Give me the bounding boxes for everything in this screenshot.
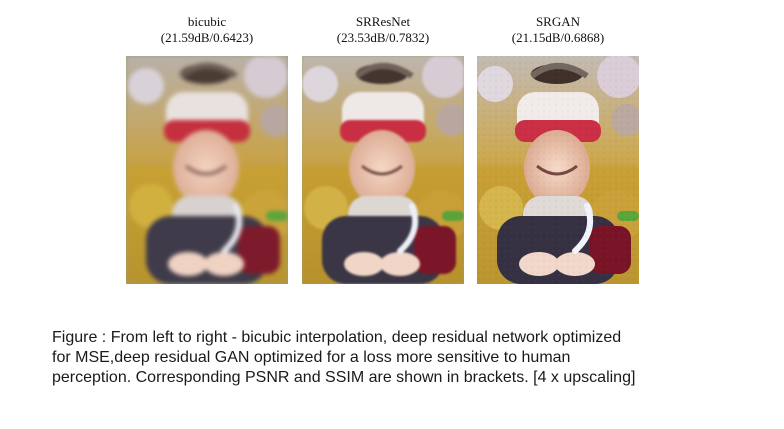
panel-header-srgan: SRGAN (21.15dB/0.6868) bbox=[477, 14, 639, 45]
panel-title: SRGAN bbox=[535, 14, 581, 29]
panel-title: SRResNet bbox=[355, 14, 411, 29]
panel-metrics: (23.53dB/0.7832) bbox=[336, 30, 430, 45]
caption-line: perception. Corresponding PSNR and SSIM … bbox=[52, 369, 636, 386]
panel-metrics: (21.59dB/0.6423) bbox=[160, 30, 254, 45]
portrait-illustration bbox=[126, 56, 288, 284]
portrait-illustration bbox=[477, 56, 639, 284]
bicubic-image bbox=[126, 56, 288, 284]
srresnet-image bbox=[302, 56, 464, 284]
panel-metrics: (21.15dB/0.6868) bbox=[511, 30, 605, 45]
caption-line: Figure : From left to right - bicubic in… bbox=[52, 329, 622, 346]
portrait-illustration bbox=[302, 56, 464, 284]
panel-header-srresnet: SRResNet (23.53dB/0.7832) bbox=[302, 14, 464, 45]
panel-header-bicubic: bicubic (21.59dB/0.6423) bbox=[126, 14, 288, 45]
panel-title: bicubic bbox=[187, 14, 227, 29]
caption-line: for MSE,deep residual GAN optimized for … bbox=[52, 349, 571, 366]
figure-caption: Figure : From left to right - bicubic in… bbox=[52, 328, 752, 388]
srgan-image bbox=[477, 56, 639, 284]
